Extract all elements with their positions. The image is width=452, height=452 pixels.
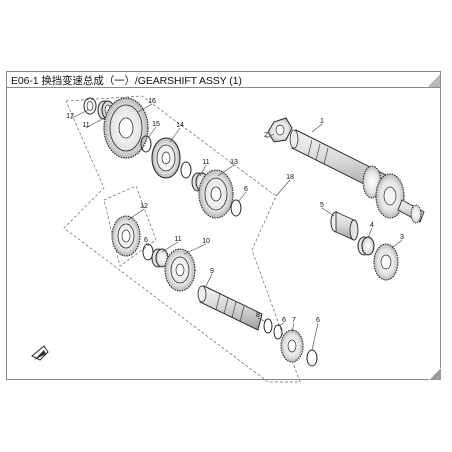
callout-leader-line [311, 123, 323, 133]
frame-corner-fold [429, 368, 441, 380]
callout-label: 12 [140, 203, 148, 210]
direction-arrow-icon [31, 345, 49, 361]
part-4-needle-bearing [357, 236, 375, 256]
callout-label: 3 [400, 234, 404, 241]
callout-label: 18 [286, 174, 294, 181]
callout-label: 9 [210, 268, 214, 275]
callout-label: 5 [320, 202, 324, 209]
callout-label: 13 [230, 159, 238, 166]
part-1-main-shaft [289, 129, 425, 224]
diagram-title: E06-1 换挡变速总成（一）/GEARSHIFT ASSY (1) [11, 75, 242, 87]
callout-label: 10 [202, 238, 210, 245]
callout-label: 6 [316, 317, 320, 324]
callout-label: 11 [82, 122, 89, 129]
callout-label: 11 [202, 159, 209, 166]
part-6-washer-end [306, 349, 318, 367]
assembly-boundary-dashed [63, 95, 301, 383]
callout-leader-line [199, 164, 207, 177]
callout-label: 1 [320, 118, 324, 125]
part-6-washer-lower-left [142, 243, 154, 261]
part-10-gear [164, 248, 196, 292]
callout-label: 2 [264, 132, 268, 139]
callout-leader-line [391, 239, 403, 249]
callout-leader-line [311, 322, 319, 351]
callout-label: 6 [282, 317, 286, 324]
part-11-needle-bearing-lower [151, 248, 169, 268]
callout-label: 7 [292, 317, 296, 324]
part-3-gear [373, 243, 399, 281]
part-12-gear [111, 215, 141, 257]
callout-label: 8 [256, 312, 260, 319]
callout-leader-line [277, 322, 285, 327]
part-14-clutch-gear [151, 137, 181, 179]
callout-leader-line [265, 133, 275, 139]
diagram-frame [6, 88, 441, 380]
callout-leader-line [85, 117, 105, 129]
part-5-bushing [330, 211, 359, 241]
callout-leader-line [367, 227, 373, 239]
callout-leader-line [69, 109, 89, 120]
callout-leader-line [137, 103, 153, 113]
callout-leader-line [257, 317, 267, 323]
callout-label: 15 [152, 121, 160, 128]
part-6-washer-upper-right [230, 199, 242, 217]
part-6-washer-upper [180, 161, 192, 179]
callout-leader-line [145, 242, 149, 247]
callout-leader-line [161, 241, 179, 253]
subgroup-boundary-dashed [103, 185, 157, 267]
callout-label: 6 [144, 237, 148, 244]
callout-leader-line [275, 179, 291, 197]
callout-leader-line [127, 208, 145, 221]
callout-leader-line [217, 164, 235, 177]
callout-leader-line [205, 273, 213, 287]
part-15-washer [140, 135, 152, 153]
title-bar: E06-1 换挡变速总成（一）/GEARSHIFT ASSY (1) [6, 71, 441, 88]
callout-label: 6 [244, 186, 248, 193]
part-13-gear [198, 169, 234, 219]
part-9-shaft [197, 285, 263, 331]
callout-leader-line [237, 191, 247, 203]
callout-leader-line [321, 207, 335, 217]
part-6-washer-lower [273, 324, 283, 340]
part-17-washer [83, 97, 97, 115]
callout-leader-line [183, 243, 207, 255]
part-8-washer [263, 318, 273, 334]
callout-label: 16 [148, 98, 156, 105]
callout-leader-line [147, 126, 157, 139]
callout-label: 17 [66, 113, 74, 120]
part-2-nut [267, 117, 293, 143]
title-corner-fold [429, 72, 440, 87]
part-16-large-gear [103, 97, 149, 159]
callout-label: 4 [370, 222, 374, 229]
callout-leader-line [169, 127, 181, 143]
callout-leader-line [291, 322, 295, 333]
callout-label: 11 [174, 236, 181, 243]
part-7-gear [280, 329, 304, 363]
callout-label: 14 [176, 122, 184, 129]
